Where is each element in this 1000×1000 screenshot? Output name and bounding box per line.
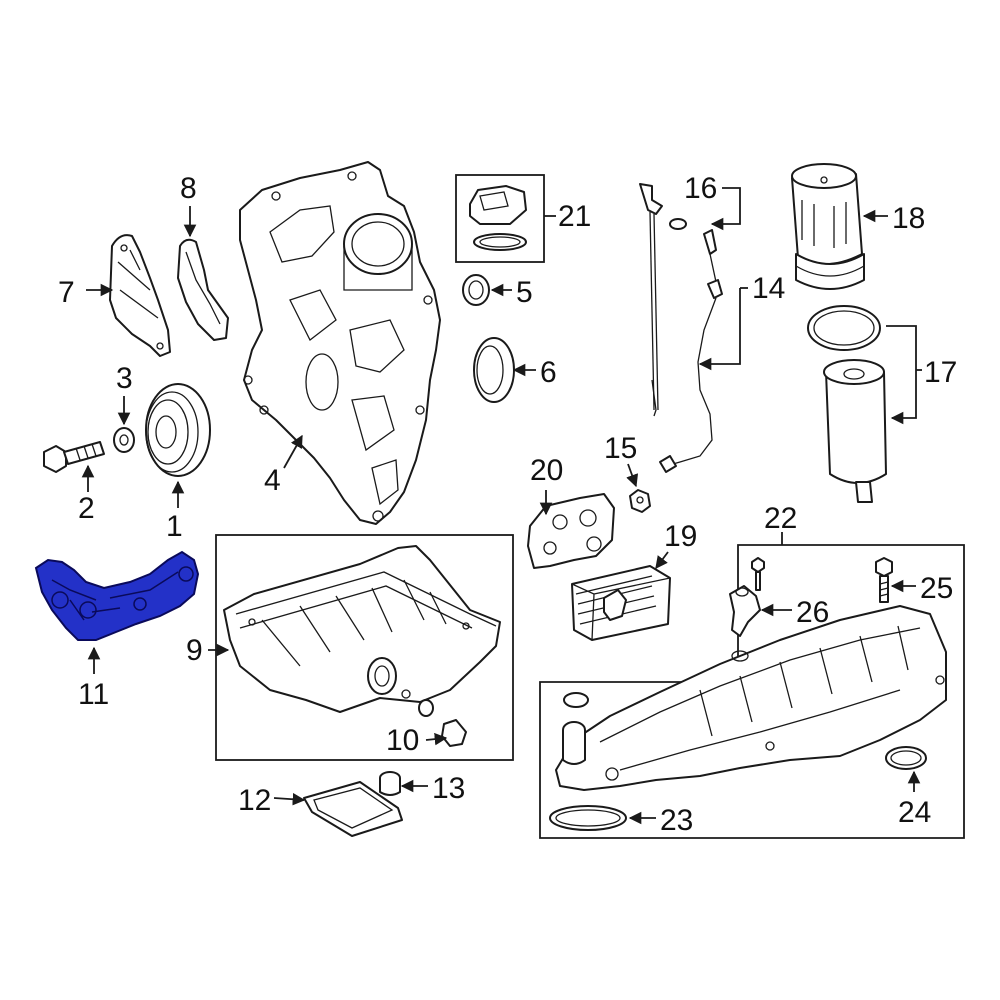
callout-21: 21 xyxy=(558,200,591,233)
callout-16: 16 xyxy=(684,172,717,205)
part-24-clamp-ring[interactable] xyxy=(885,746,927,770)
part-10-drain-plug[interactable] xyxy=(418,699,467,747)
callout-23: 23 xyxy=(660,804,693,837)
part-26-sensor[interactable] xyxy=(729,585,761,637)
part-21-box xyxy=(455,174,545,263)
callout-4: 4 xyxy=(264,464,281,497)
callout-19: 19 xyxy=(664,520,697,553)
callout-7: 7 xyxy=(58,276,75,309)
part-25-bolt[interactable] xyxy=(875,557,893,603)
callout-3: 3 xyxy=(116,362,133,395)
callout-24: 24 xyxy=(898,796,931,829)
callout-1: 1 xyxy=(166,510,183,543)
callout-26: 26 xyxy=(796,596,829,629)
part-12-pan-gasket[interactable] xyxy=(303,781,403,837)
callout-14: 14 xyxy=(752,272,785,305)
part-17-filter-element[interactable] xyxy=(807,305,887,503)
callout-18: 18 xyxy=(892,202,925,235)
part-18-filter-housing[interactable] xyxy=(791,163,865,290)
callout-15: 15 xyxy=(604,432,637,465)
callout-8: 8 xyxy=(180,172,197,205)
callout-22: 22 xyxy=(764,502,797,535)
part-21-filler-cap[interactable] xyxy=(469,185,527,251)
part-15-nut[interactable] xyxy=(629,489,651,513)
part-19-oil-cooler[interactable] xyxy=(571,565,671,641)
part-23-o-ring[interactable] xyxy=(549,805,627,831)
sensor-bolt[interactable] xyxy=(751,557,765,591)
callout-17: 17 xyxy=(924,356,957,389)
part-8-gasket[interactable] xyxy=(177,238,229,341)
part-3-washer[interactable] xyxy=(113,427,135,453)
callout-5: 5 xyxy=(516,276,533,309)
part-20-gasket[interactable] xyxy=(527,493,615,569)
callout-10: 10 xyxy=(386,724,419,757)
callout-2: 2 xyxy=(78,492,95,525)
leader-lines xyxy=(81,187,922,825)
callout-12: 12 xyxy=(238,784,271,817)
callout-labels: 1 2 3 4 5 6 7 8 9 10 11 12 13 14 15 16 1… xyxy=(58,172,957,837)
part-6-front-seal[interactable] xyxy=(473,337,515,403)
callout-20: 20 xyxy=(530,454,563,487)
part-11-bracket[interactable] xyxy=(34,550,200,641)
part-9-oil-pan[interactable] xyxy=(223,545,501,713)
part-7-cover-plate[interactable] xyxy=(109,234,171,357)
callout-13: 13 xyxy=(432,772,465,805)
part-dipstick[interactable] xyxy=(639,183,723,473)
callout-25: 25 xyxy=(920,572,953,605)
part-4-timing-cover[interactable] xyxy=(239,161,441,525)
part-9-box xyxy=(215,534,514,761)
callout-9: 9 xyxy=(186,634,203,667)
part-1-pulley[interactable] xyxy=(145,383,211,477)
part-2-bolt[interactable] xyxy=(43,441,105,473)
part-5-seal[interactable] xyxy=(462,274,490,306)
part-13-plug[interactable] xyxy=(379,771,401,796)
callout-6: 6 xyxy=(540,356,557,389)
callout-11: 11 xyxy=(78,678,109,711)
part-22-intake-manifold[interactable] xyxy=(555,605,947,791)
